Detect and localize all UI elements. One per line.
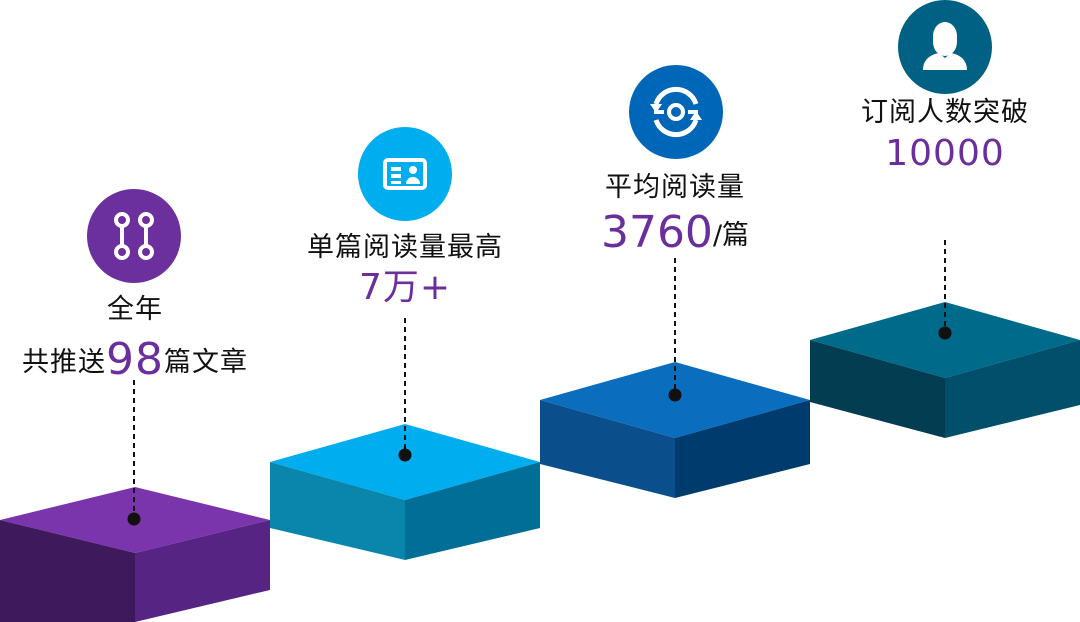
step-label-single: 单篇阅读量最高 7万+ [305,230,505,310]
path-icon [87,189,181,283]
step-block-articles [0,487,270,622]
average-unit: /篇 [712,220,750,251]
step-title-single: 单篇阅读量最高 [307,232,503,263]
step-title-average: 平均阅读量 [605,172,745,203]
sync-icon [629,65,723,159]
step-label-articles: 全年 共推送98篇文章 [20,292,250,384]
step-detail-articles: 共推送98篇文章 [20,336,250,384]
step-label-subscribers: 订阅人数突破 10000 [845,95,1045,177]
step-title-subscribers: 订阅人数突破 [861,97,1029,128]
user-icon [898,0,992,94]
connector-articles [127,380,141,526]
step-label-average: 平均阅读量 3760/篇 [575,170,775,267]
single-value: 7万+ [358,267,452,308]
connector-subscribers [938,240,952,340]
connector-average [668,258,682,402]
average-value: 3760 [600,207,713,258]
subscribers-value: 10000 [885,133,1005,174]
step-title-articles: 全年 [107,294,163,325]
articles-suffix: 篇文章 [164,347,248,378]
step-block-single [270,424,540,560]
articles-prefix: 共推送 [22,347,106,378]
connector-single [398,318,412,462]
step-block-subscribers [810,302,1080,438]
average-value-row: 3760/篇 [575,208,775,267]
step-block-average [540,362,810,498]
articles-count: 98 [106,334,164,385]
id-card-icon [358,127,452,221]
